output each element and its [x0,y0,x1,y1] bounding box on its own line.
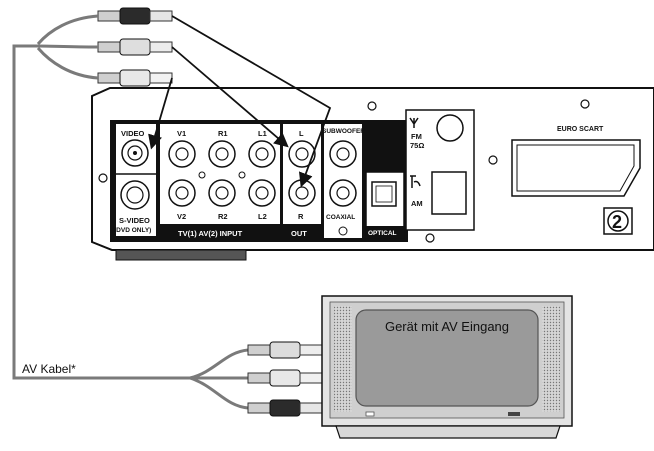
screw-icon [488,155,498,165]
am-label: AM [411,199,423,208]
optical-label: OPTICAL [368,230,397,237]
am-terminal [431,171,467,215]
tv-speaker-left [334,306,352,412]
scart-label: EURO SCART [557,126,604,133]
audio-out-box [283,124,321,224]
r2-label: R2 [218,212,228,221]
r1-label: R1 [218,129,228,138]
region-badge: 2 [603,207,633,235]
svideo-label: S-VIDEO [119,216,150,225]
tv-set: Gerät mit AV Eingang [321,295,573,439]
device-rear-panel: VIDEO S-VIDEO (DVD ONLY) V1 R1 L1 V2 R2 … [91,87,654,261]
out-l-label: L [299,129,304,138]
cable-label: AV Kabel* [22,362,76,376]
device-foot [115,249,247,261]
tv-base [335,425,561,439]
av-input-box [160,124,280,224]
svideo-sublabel: (DVD ONLY) [114,227,151,234]
scart-connector [511,139,641,197]
video-label: VIDEO [121,129,145,138]
fm-ohm-label: 75Ω [410,141,424,150]
l1-label: L1 [258,129,267,138]
fm-jack [436,114,464,142]
tv-screen-text: Gerät mit AV Eingang [385,319,509,334]
connection-arrows [148,15,332,188]
screw-icon [367,101,377,111]
tv-button [365,411,375,417]
coaxial-label: COAXIAL [326,214,355,221]
out-r-label: R [298,212,304,221]
subwoofer-label: SUBWOOFER [322,128,365,135]
tv-power-indicator [508,412,520,416]
v2-label: V2 [177,212,186,221]
l2-label: L2 [258,212,267,221]
bottom-cable-plugs [247,341,323,417]
av-cable [12,14,249,410]
top-cable-plugs [97,7,173,87]
screw-icon [425,233,435,243]
am-antenna-icon [410,175,421,188]
tv-speaker-right [542,306,560,412]
region-number: 2 [612,212,622,232]
screw-icon [580,99,590,109]
antenna-icon [409,117,419,128]
fm-label: FM [411,132,422,141]
tv-screen [355,309,539,407]
out-label: OUT [291,229,307,238]
input-label: TV(1) AV(2) INPUT [178,229,243,238]
screw-icon [98,173,108,183]
v1-label: V1 [177,129,186,138]
